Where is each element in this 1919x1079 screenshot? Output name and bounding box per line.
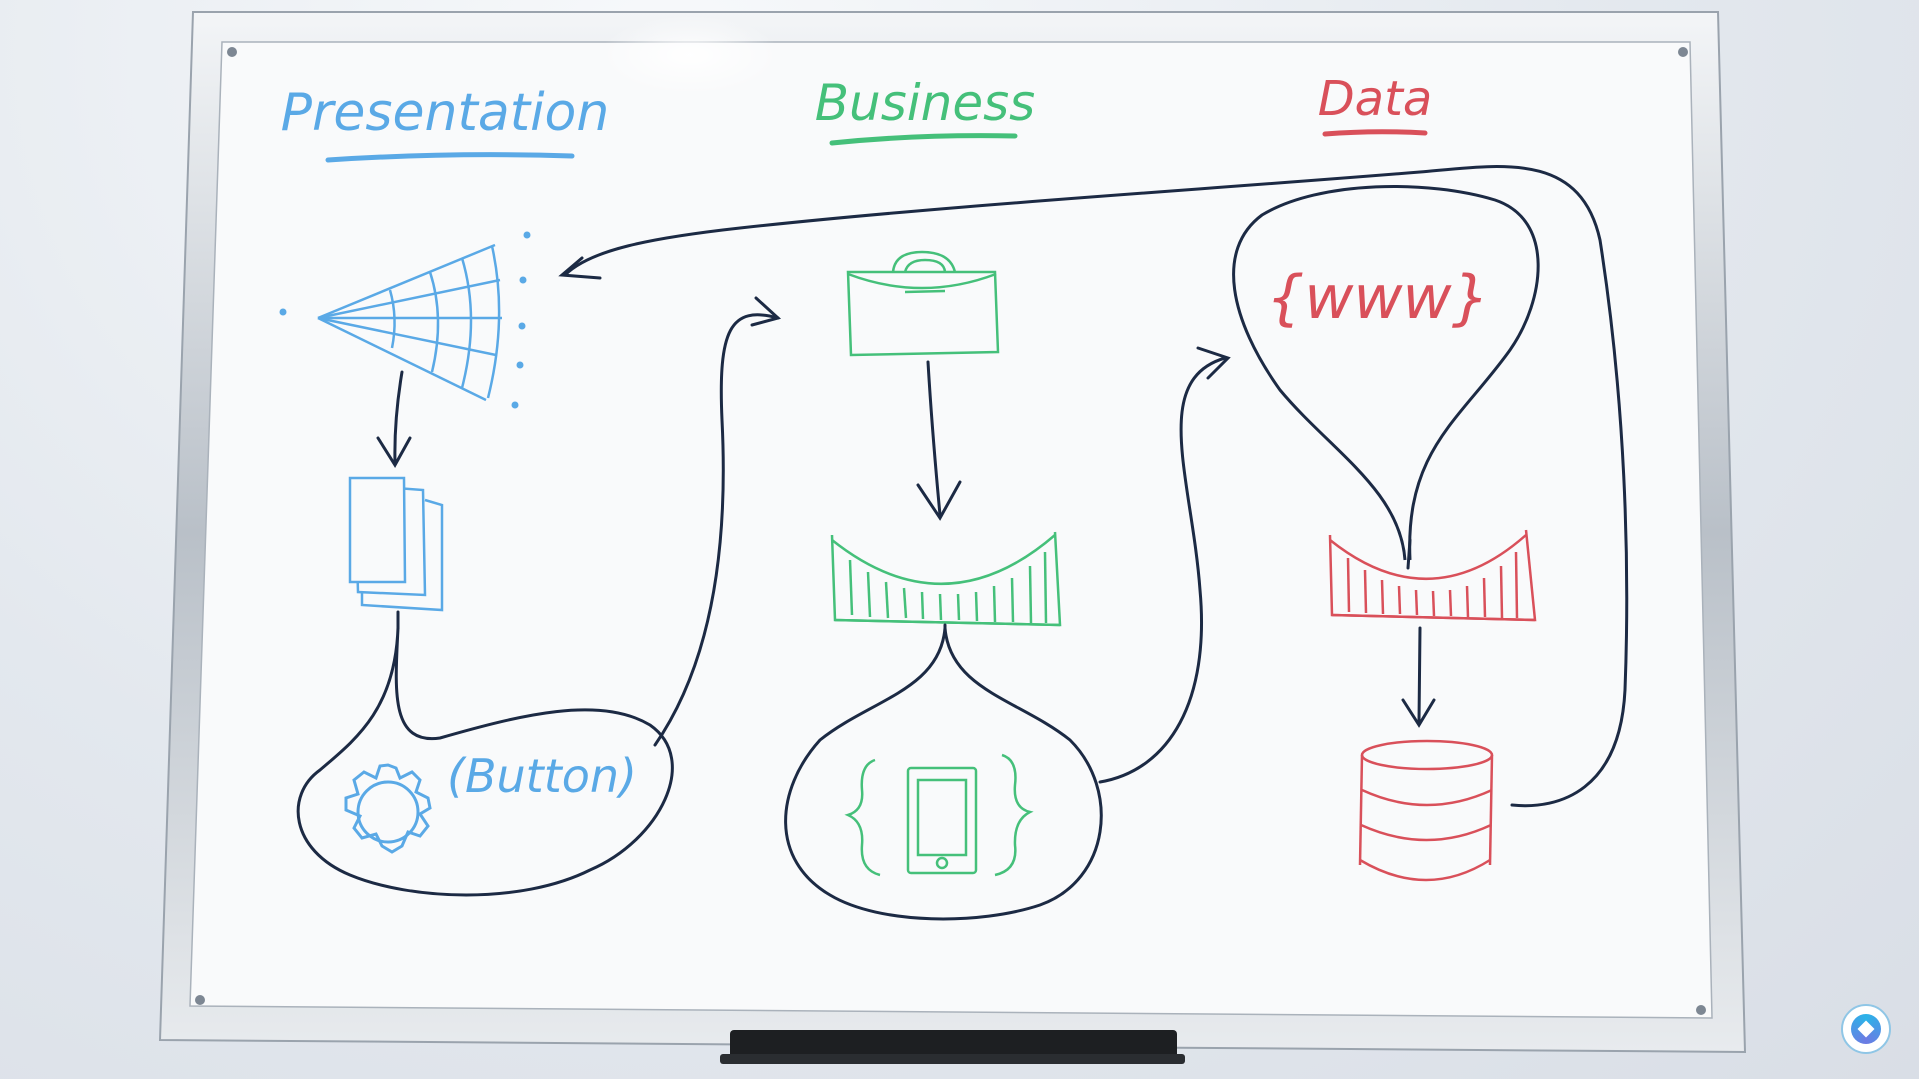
board-surface: [189, 41, 1713, 1019]
channel-logo-icon: [1841, 1004, 1891, 1054]
screw: [1678, 47, 1688, 57]
column-title-business: Business: [815, 74, 1035, 132]
mobile-blob: [784, 627, 1103, 921]
briefcase-icon: [846, 250, 1000, 357]
column-title-data: Data: [1318, 71, 1433, 127]
title-underline: [1322, 129, 1428, 137]
marker-tray-base: [720, 1054, 1185, 1064]
arrow-business-to-data: [1098, 356, 1227, 784]
arrow-presentation-to-business: [653, 313, 780, 747]
web-fan-icon: [317, 243, 502, 402]
screw: [195, 995, 205, 1005]
marker-tray: [730, 1030, 1177, 1060]
arrow-fan-to-pages: [393, 370, 404, 464]
www-label: {www}: [1266, 263, 1490, 333]
column-title-presentation: Presentation: [281, 83, 610, 143]
flow-connectors: [376, 165, 1629, 808]
arrow-briefcase-to-bridge: [926, 360, 942, 517]
arrow-bridge-to-database: [1417, 626, 1422, 724]
title-underline: [325, 152, 575, 163]
signal-dots: [279, 231, 531, 409]
title-underline: [829, 133, 1018, 146]
arrow-data-to-presentation: [563, 165, 1629, 808]
bridge-icon: [1328, 529, 1537, 622]
line-www-to-bridge: [1406, 538, 1412, 570]
mobile-device-icon: [844, 753, 1034, 877]
database-icon: [1358, 739, 1494, 882]
gear-icon: [344, 763, 432, 854]
action-blob: [296, 627, 674, 897]
bridge-icon: [830, 531, 1062, 627]
screw: [1696, 1005, 1706, 1015]
button-label: (Button): [447, 749, 637, 803]
pages-icon: [348, 476, 444, 612]
www-blob: [1232, 184, 1540, 561]
light-glare: [600, 15, 780, 95]
screw: [227, 47, 237, 57]
